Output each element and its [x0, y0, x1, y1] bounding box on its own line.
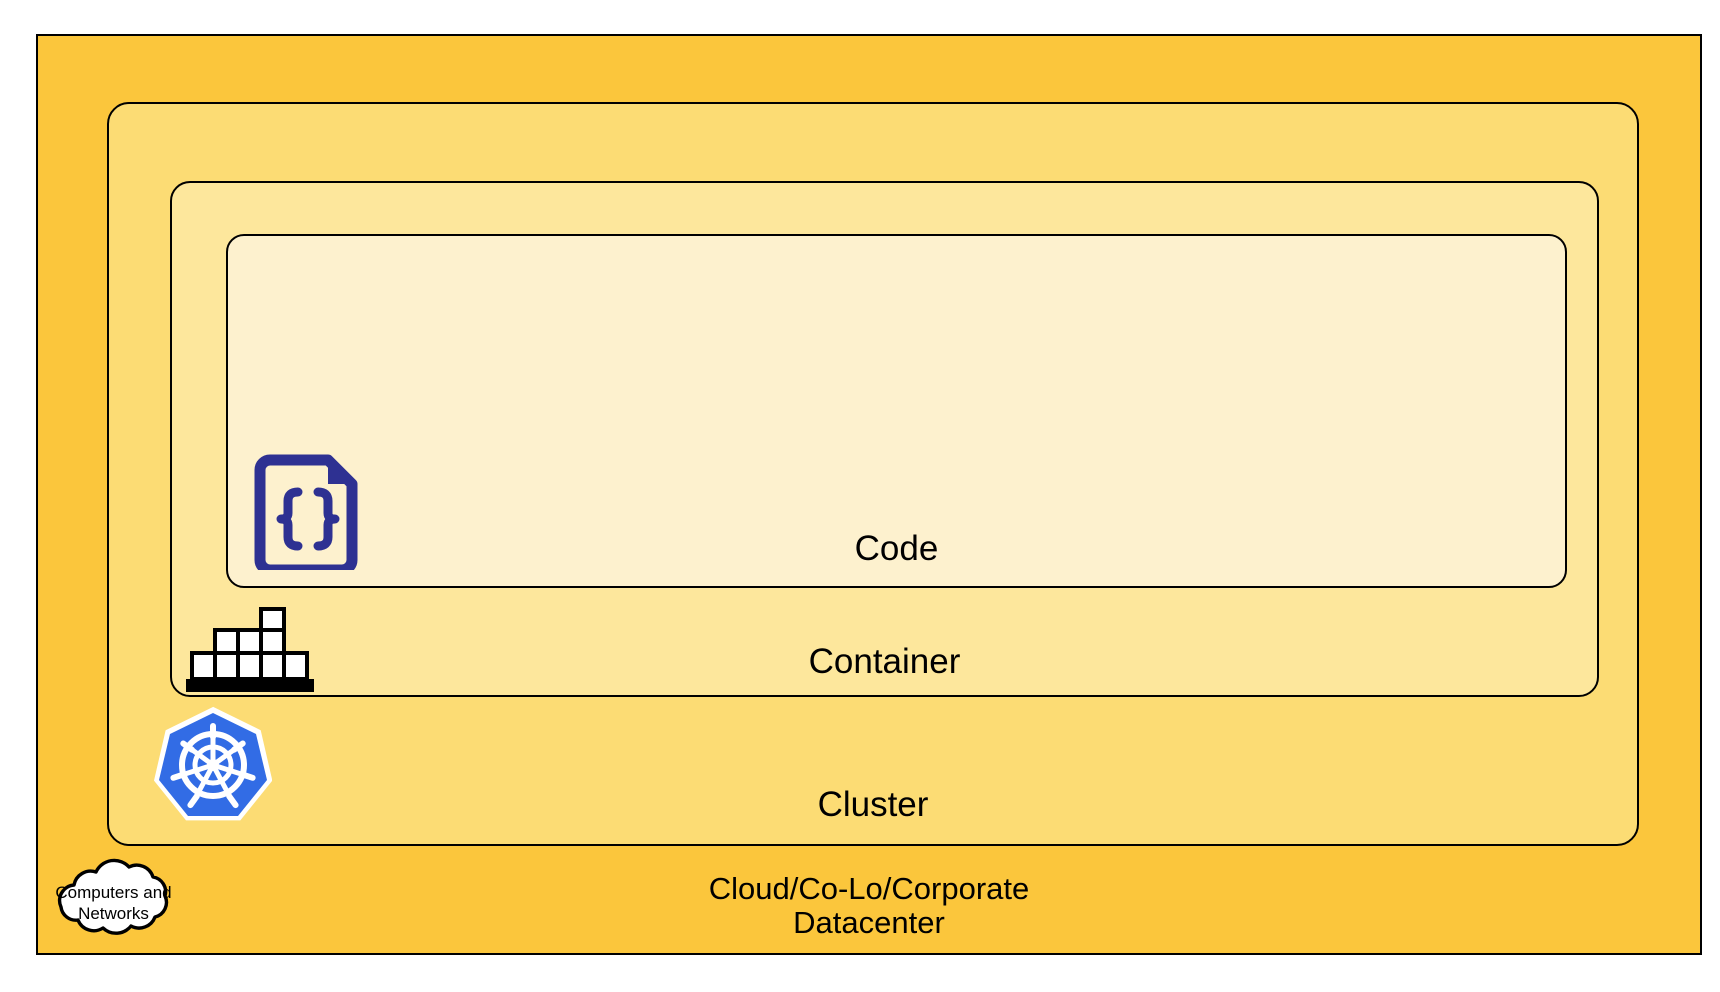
container-blocks-icon-glyph	[186, 607, 314, 692]
cloud-callout-label: Computers and Networks	[55, 883, 172, 923]
kubernetes-icon	[154, 704, 272, 826]
layer-container[interactable]: Code	[170, 181, 1599, 697]
code-file-icon	[254, 450, 362, 570]
layer-label-container: Container	[808, 641, 961, 681]
layer-label-datacenter: Cloud/Co-Lo/Corporate Datacenter	[708, 870, 1030, 941]
code-file-icon-glyph	[254, 454, 358, 570]
layer-code[interactable]: Code	[226, 234, 1567, 588]
layer-label-code: Code	[854, 528, 939, 568]
layer-cluster[interactable]: Code	[107, 102, 1639, 846]
cloud-icon	[57, 858, 169, 935]
container-blocks-icon	[184, 607, 316, 697]
layer-datacenter[interactable]: Code	[36, 34, 1702, 955]
layer-label-cluster: Cluster	[817, 784, 929, 824]
computers-and-networks-callout[interactable]: Computers and Networks	[36, 855, 191, 953]
kubernetes-icon-glyph	[154, 706, 272, 821]
